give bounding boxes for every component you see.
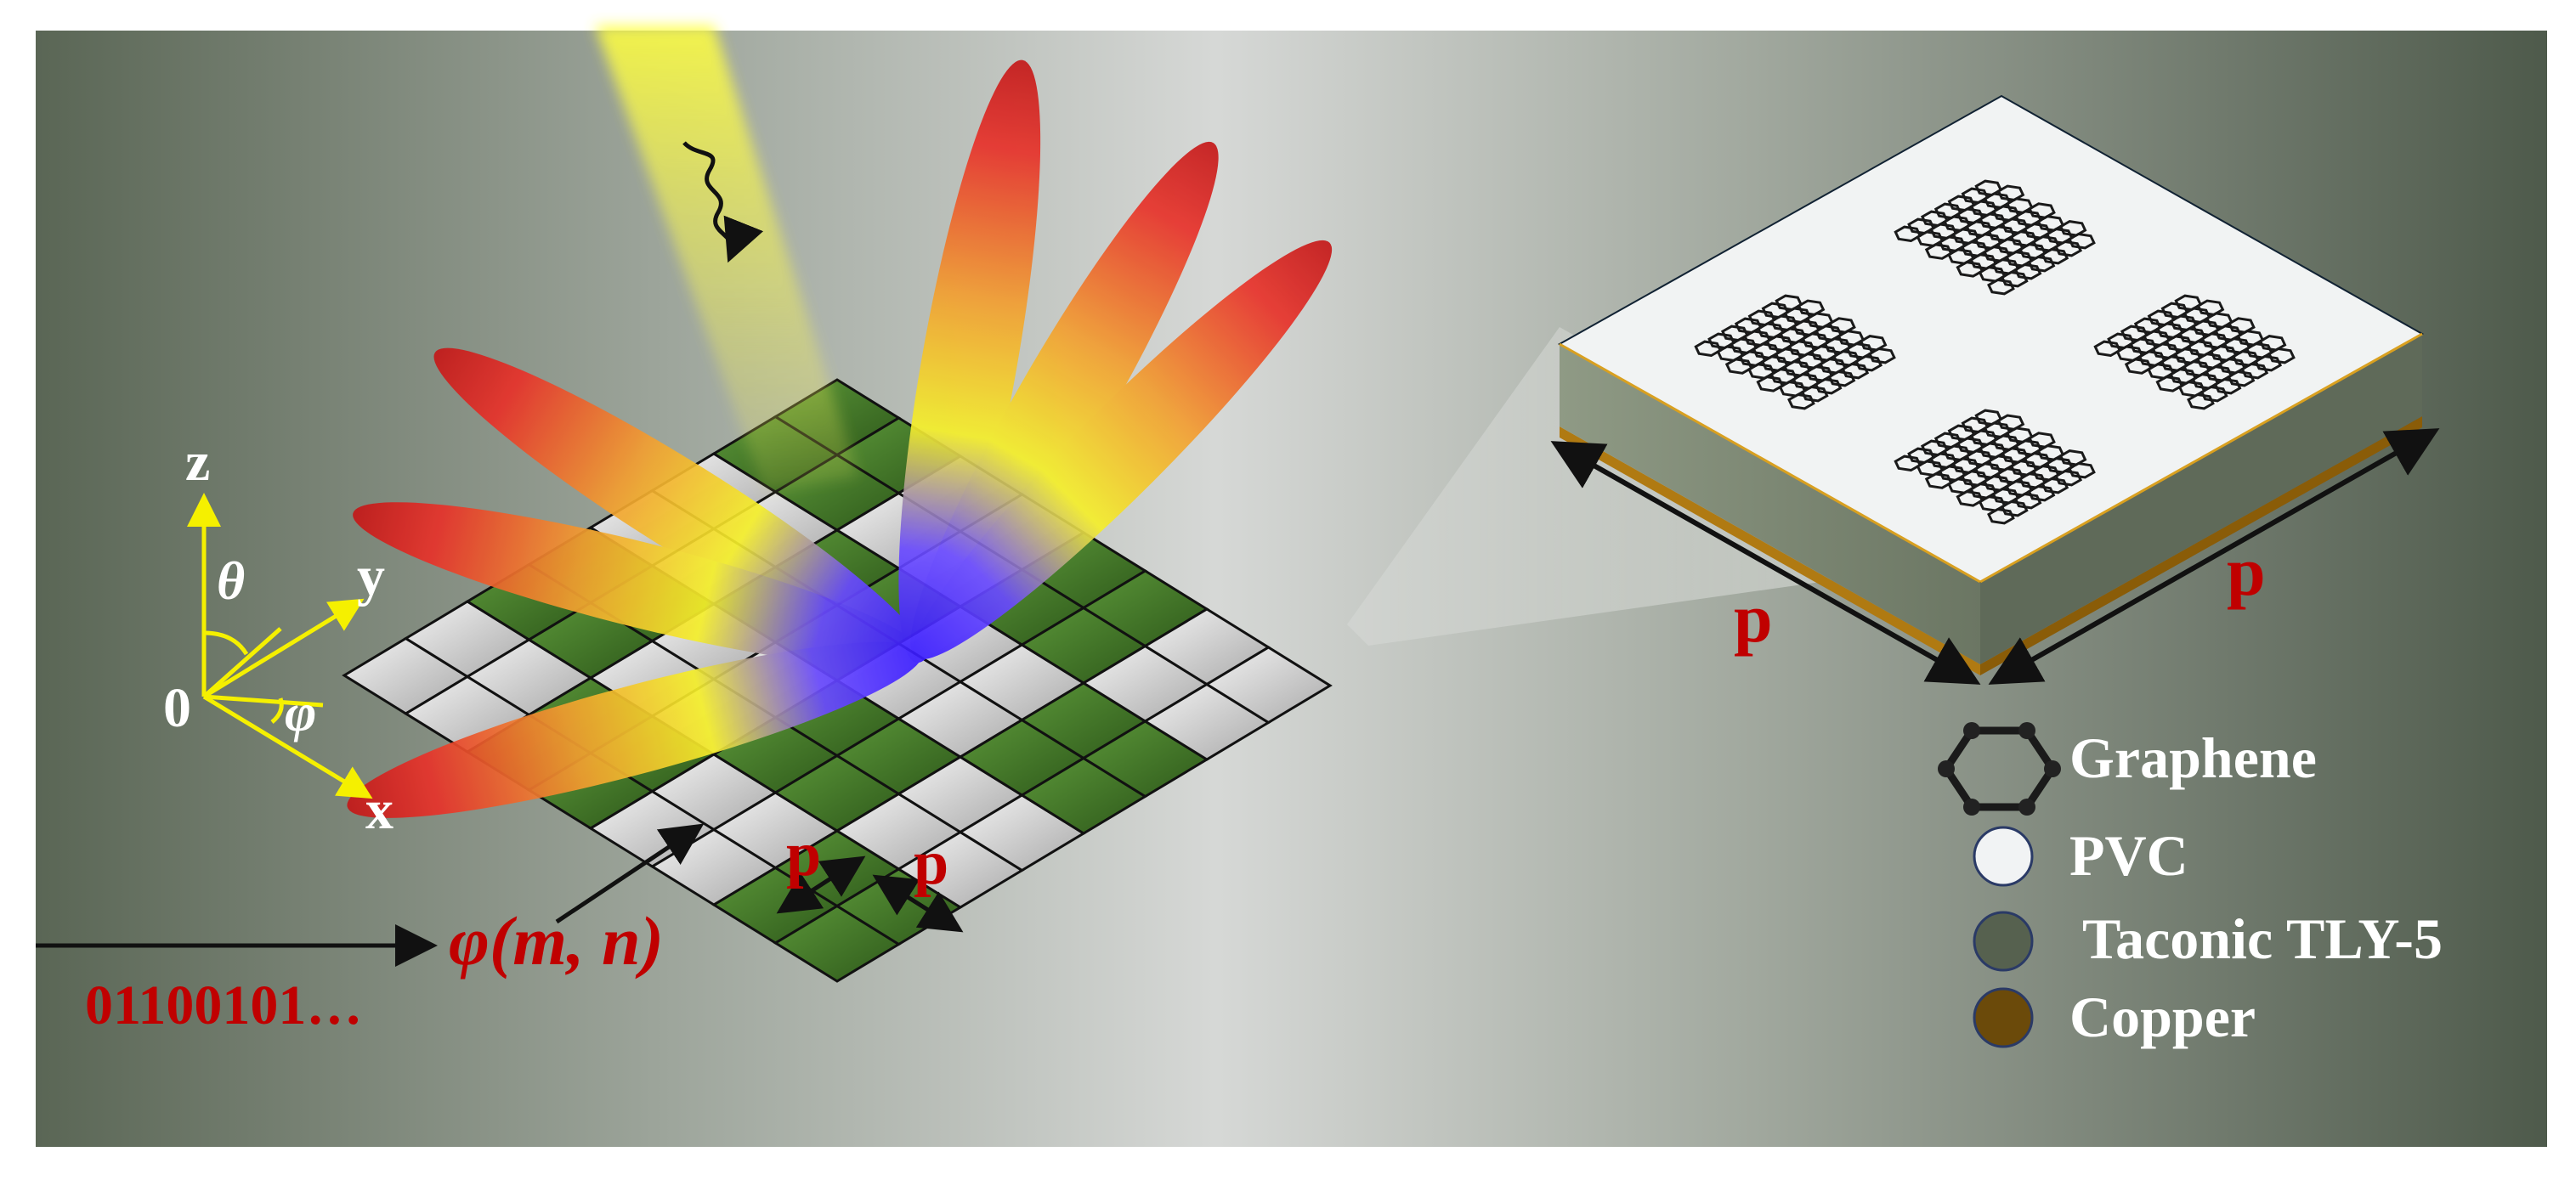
x-label: x <box>365 779 393 841</box>
cell-period-label-1: p <box>786 820 821 889</box>
copper-swatch <box>1973 987 2034 1048</box>
legend: Graphene PVC Taconic TLY-5 Copper <box>1938 722 2443 1049</box>
scattering-lobe <box>353 502 923 667</box>
y-axis <box>202 598 365 699</box>
legend-label-pvc: PVC <box>2069 823 2188 888</box>
theta-label: θ <box>217 550 245 611</box>
graphene-patch <box>2093 294 2296 410</box>
legend-label-graphene: Graphene <box>2069 726 2317 790</box>
graphene-patch <box>1694 294 1896 410</box>
projection-line <box>203 694 324 708</box>
theta-arc <box>203 630 249 656</box>
scattering-lobe <box>910 141 1219 659</box>
scattering-lobes <box>347 59 1333 818</box>
scattering-lobe <box>898 59 1041 663</box>
legend-label-taconic: Taconic TLY-5 <box>2082 906 2443 971</box>
legend-graphene: Graphene <box>1938 722 2317 816</box>
origin-label: 0 <box>163 677 191 739</box>
cell-period-markers <box>776 855 964 933</box>
incident-wave-icon <box>682 141 764 263</box>
graphene-patch <box>1894 179 2096 296</box>
unit-cell-width-label: p <box>1734 579 1773 657</box>
legend-label-copper: Copper <box>2069 985 2256 1049</box>
phase-pointer-arrow <box>555 823 705 924</box>
taconic-swatch <box>1973 911 2034 972</box>
scattering-lobe <box>912 240 1333 660</box>
unit-cell-depth-label: p <box>2227 533 2266 610</box>
pvc-swatch <box>1973 826 2034 887</box>
phase-function-label: φ(m, n) <box>449 902 664 980</box>
metasurface-cell <box>1204 646 1333 725</box>
scattering-lobe <box>433 347 926 663</box>
cell-period-label-2: p <box>914 828 948 898</box>
direction-vector <box>202 627 282 698</box>
x-axis <box>202 694 373 799</box>
legend-copper: Copper <box>1973 985 2256 1049</box>
legend-pvc: PVC <box>1973 823 2188 888</box>
unit-cell-dimension-arrows <box>1550 428 2440 685</box>
scattering-lobe <box>347 641 923 818</box>
phi-arc <box>270 697 284 724</box>
y-label: y <box>357 545 385 607</box>
legend-taconic: Taconic TLY-5 <box>1973 906 2443 972</box>
phi-label: φ <box>285 682 316 742</box>
z-label: z <box>185 431 210 493</box>
coordinate-axes <box>187 493 373 799</box>
bit-sequence-label: 01100101… <box>85 974 362 1036</box>
